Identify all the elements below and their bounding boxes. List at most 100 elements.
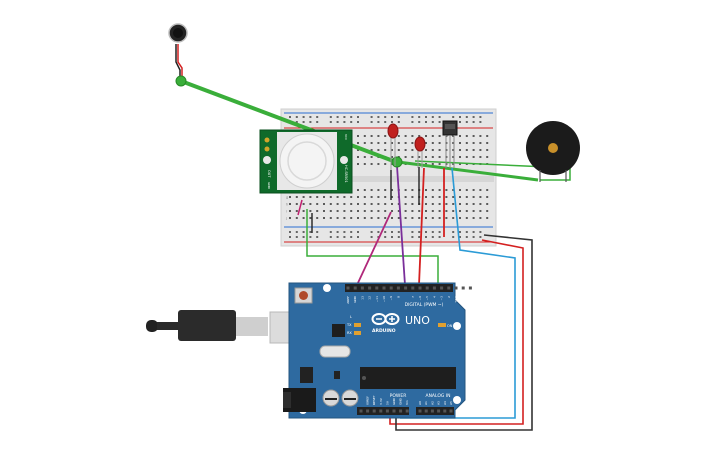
analog-pin[interactable] [418,409,422,413]
wire-green-buzzer-2[interactable] [414,160,571,181]
reset-button-icon[interactable] [294,287,313,304]
led-icon-2[interactable] [414,136,426,168]
breadboard-hole [323,210,325,212]
breadboard-hole [309,203,312,205]
wire-pink-pir[interactable] [297,199,303,216]
digital-pin[interactable] [389,286,393,290]
power-pin[interactable] [359,409,363,413]
breadboard-hole [418,236,421,238]
breadboard-hole [343,203,346,205]
wire-magenta[interactable] [356,211,392,286]
wire-black-ground[interactable] [395,234,533,431]
digital-pin[interactable] [382,286,386,290]
wire-green-pir-out[interactable] [306,209,439,285]
digital-pin[interactable] [353,286,357,290]
crystal [319,345,351,358]
digital-pin[interactable] [418,286,422,290]
digital-pin[interactable] [468,286,472,290]
power-header[interactable] [357,407,409,415]
breadboard-hole [377,203,380,205]
breadboard-hole [329,210,332,212]
breadboard-hole [391,210,393,212]
breadboard-hole [452,156,455,158]
breadboard-hole [418,210,421,212]
breadboard-hole [309,231,312,233]
breadboard-hole [316,210,319,212]
breadboard-row-letter: h [286,203,288,207]
wire-black-mic[interactable] [175,44,181,80]
breadboard-hole [411,189,414,191]
digital-pin[interactable] [454,286,458,290]
analog-pin[interactable] [449,409,453,413]
digital-pin[interactable] [396,286,400,290]
breadboard-hole [336,217,339,219]
breadboard-hole [370,116,373,118]
mount-hole-3 [453,396,461,404]
wire-green-buzzer[interactable] [397,160,539,182]
breadboard-hole [329,231,332,233]
digital-pin[interactable] [368,286,372,290]
power-pin[interactable] [372,409,376,413]
digital-pin[interactable] [447,286,451,290]
breadboard-hole [384,189,387,191]
digital-pin[interactable] [346,286,350,290]
analog-pin[interactable] [437,409,441,413]
connection-node[interactable] [175,75,187,87]
pir-pin-label-out: OUT [267,170,271,178]
breadboard-hole [404,135,407,137]
breadboard-row-letter: i [286,210,287,214]
breadboard-hole [397,135,400,137]
temperature-sensor-icon[interactable] [442,120,458,168]
breadboard-hole [363,135,366,137]
breadboard-hole [411,135,414,137]
digital-pin[interactable] [432,286,436,290]
digital-pin[interactable] [461,286,465,290]
mount-hole [323,284,331,292]
digital-pin[interactable] [425,286,429,290]
wire-green-mic[interactable] [180,79,397,164]
breadboard-hole [370,135,373,137]
analog-pin[interactable] [443,409,447,413]
digital-pin[interactable] [440,286,444,290]
breadboard-hole [438,116,441,118]
connection-node-breadboard[interactable] [391,156,403,168]
power-pin[interactable] [392,409,396,413]
breadboard-hole [452,163,455,165]
wire-blue[interactable] [400,167,516,419]
led-on [438,323,446,327]
breadboard-hole [438,149,441,151]
power-pin[interactable] [366,409,370,413]
power-pin[interactable] [385,409,389,413]
wire-red-power[interactable] [389,239,524,425]
buzzer-icon[interactable] [526,121,580,182]
breadboard-hole [438,217,441,219]
digital-pin[interactable] [411,286,415,290]
wire-purple[interactable] [396,165,406,286]
breadboard-hole [472,236,475,238]
breadboard-hole [302,121,305,123]
digital-pin[interactable] [404,286,408,290]
led-icon[interactable] [387,123,399,170]
breadboard-hole [391,196,393,198]
analog-pin[interactable] [430,409,434,413]
analog-header[interactable] [416,407,454,415]
breadboard-hole [459,156,461,158]
power-pin[interactable] [399,409,403,413]
digital-pin[interactable] [375,286,379,290]
pir-sensor[interactable]: HC-SR501 OUT VCC GND [259,129,353,194]
power-pin[interactable] [405,409,409,413]
breadboard-hole [302,116,305,118]
power-pin[interactable] [379,409,383,413]
breadboard-hole [411,217,414,219]
microphone-icon[interactable] [168,23,188,43]
digital-pin-label: ~6 [418,296,422,301]
dc-jack-icon[interactable] [283,388,316,412]
wire-red-led[interactable] [418,167,425,286]
breadboard-hole [486,189,489,191]
breadboard-hole [295,210,298,212]
breadboard-hole [425,217,427,219]
digital-pin[interactable] [360,286,364,290]
wire-red-mic[interactable] [177,44,183,80]
analog-pin[interactable] [424,409,428,413]
